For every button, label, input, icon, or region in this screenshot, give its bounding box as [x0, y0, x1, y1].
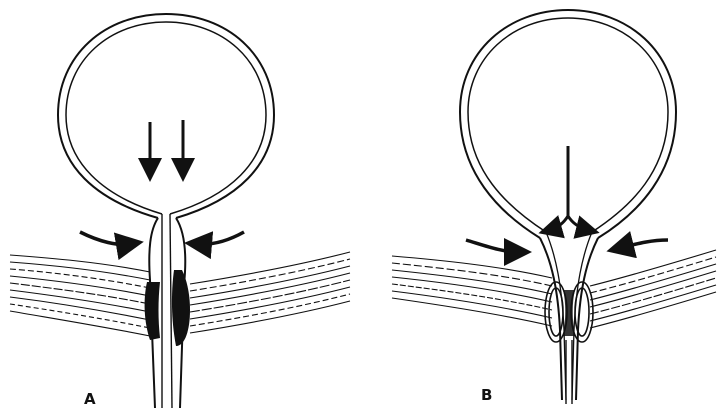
- pressure-arrow-b: [550, 146, 588, 230]
- left-compression-arrow-a: [80, 232, 130, 245]
- panel-label-b: B: [481, 386, 492, 404]
- bladder-outline-a: [58, 14, 274, 218]
- muscle-band-right-a: [190, 252, 350, 333]
- sphincter-right-a: [172, 270, 190, 346]
- panel-a: [10, 14, 350, 408]
- panel-label-a: A: [84, 390, 96, 408]
- pressure-arrows-a: [150, 120, 183, 170]
- right-compression-arrow-b: [620, 240, 668, 248]
- right-compression-arrow-a: [198, 232, 244, 244]
- muscle-band-right-b: [590, 250, 716, 328]
- bladder-inner-wall-a: [66, 22, 266, 214]
- muscle-band-left-a: [10, 255, 150, 336]
- sphincter-core-b: [563, 290, 575, 336]
- left-compression-arrow-b: [466, 240, 518, 252]
- muscle-band-left-b: [392, 256, 552, 326]
- panel-b: [392, 10, 716, 404]
- sphincter-left-a: [145, 282, 160, 340]
